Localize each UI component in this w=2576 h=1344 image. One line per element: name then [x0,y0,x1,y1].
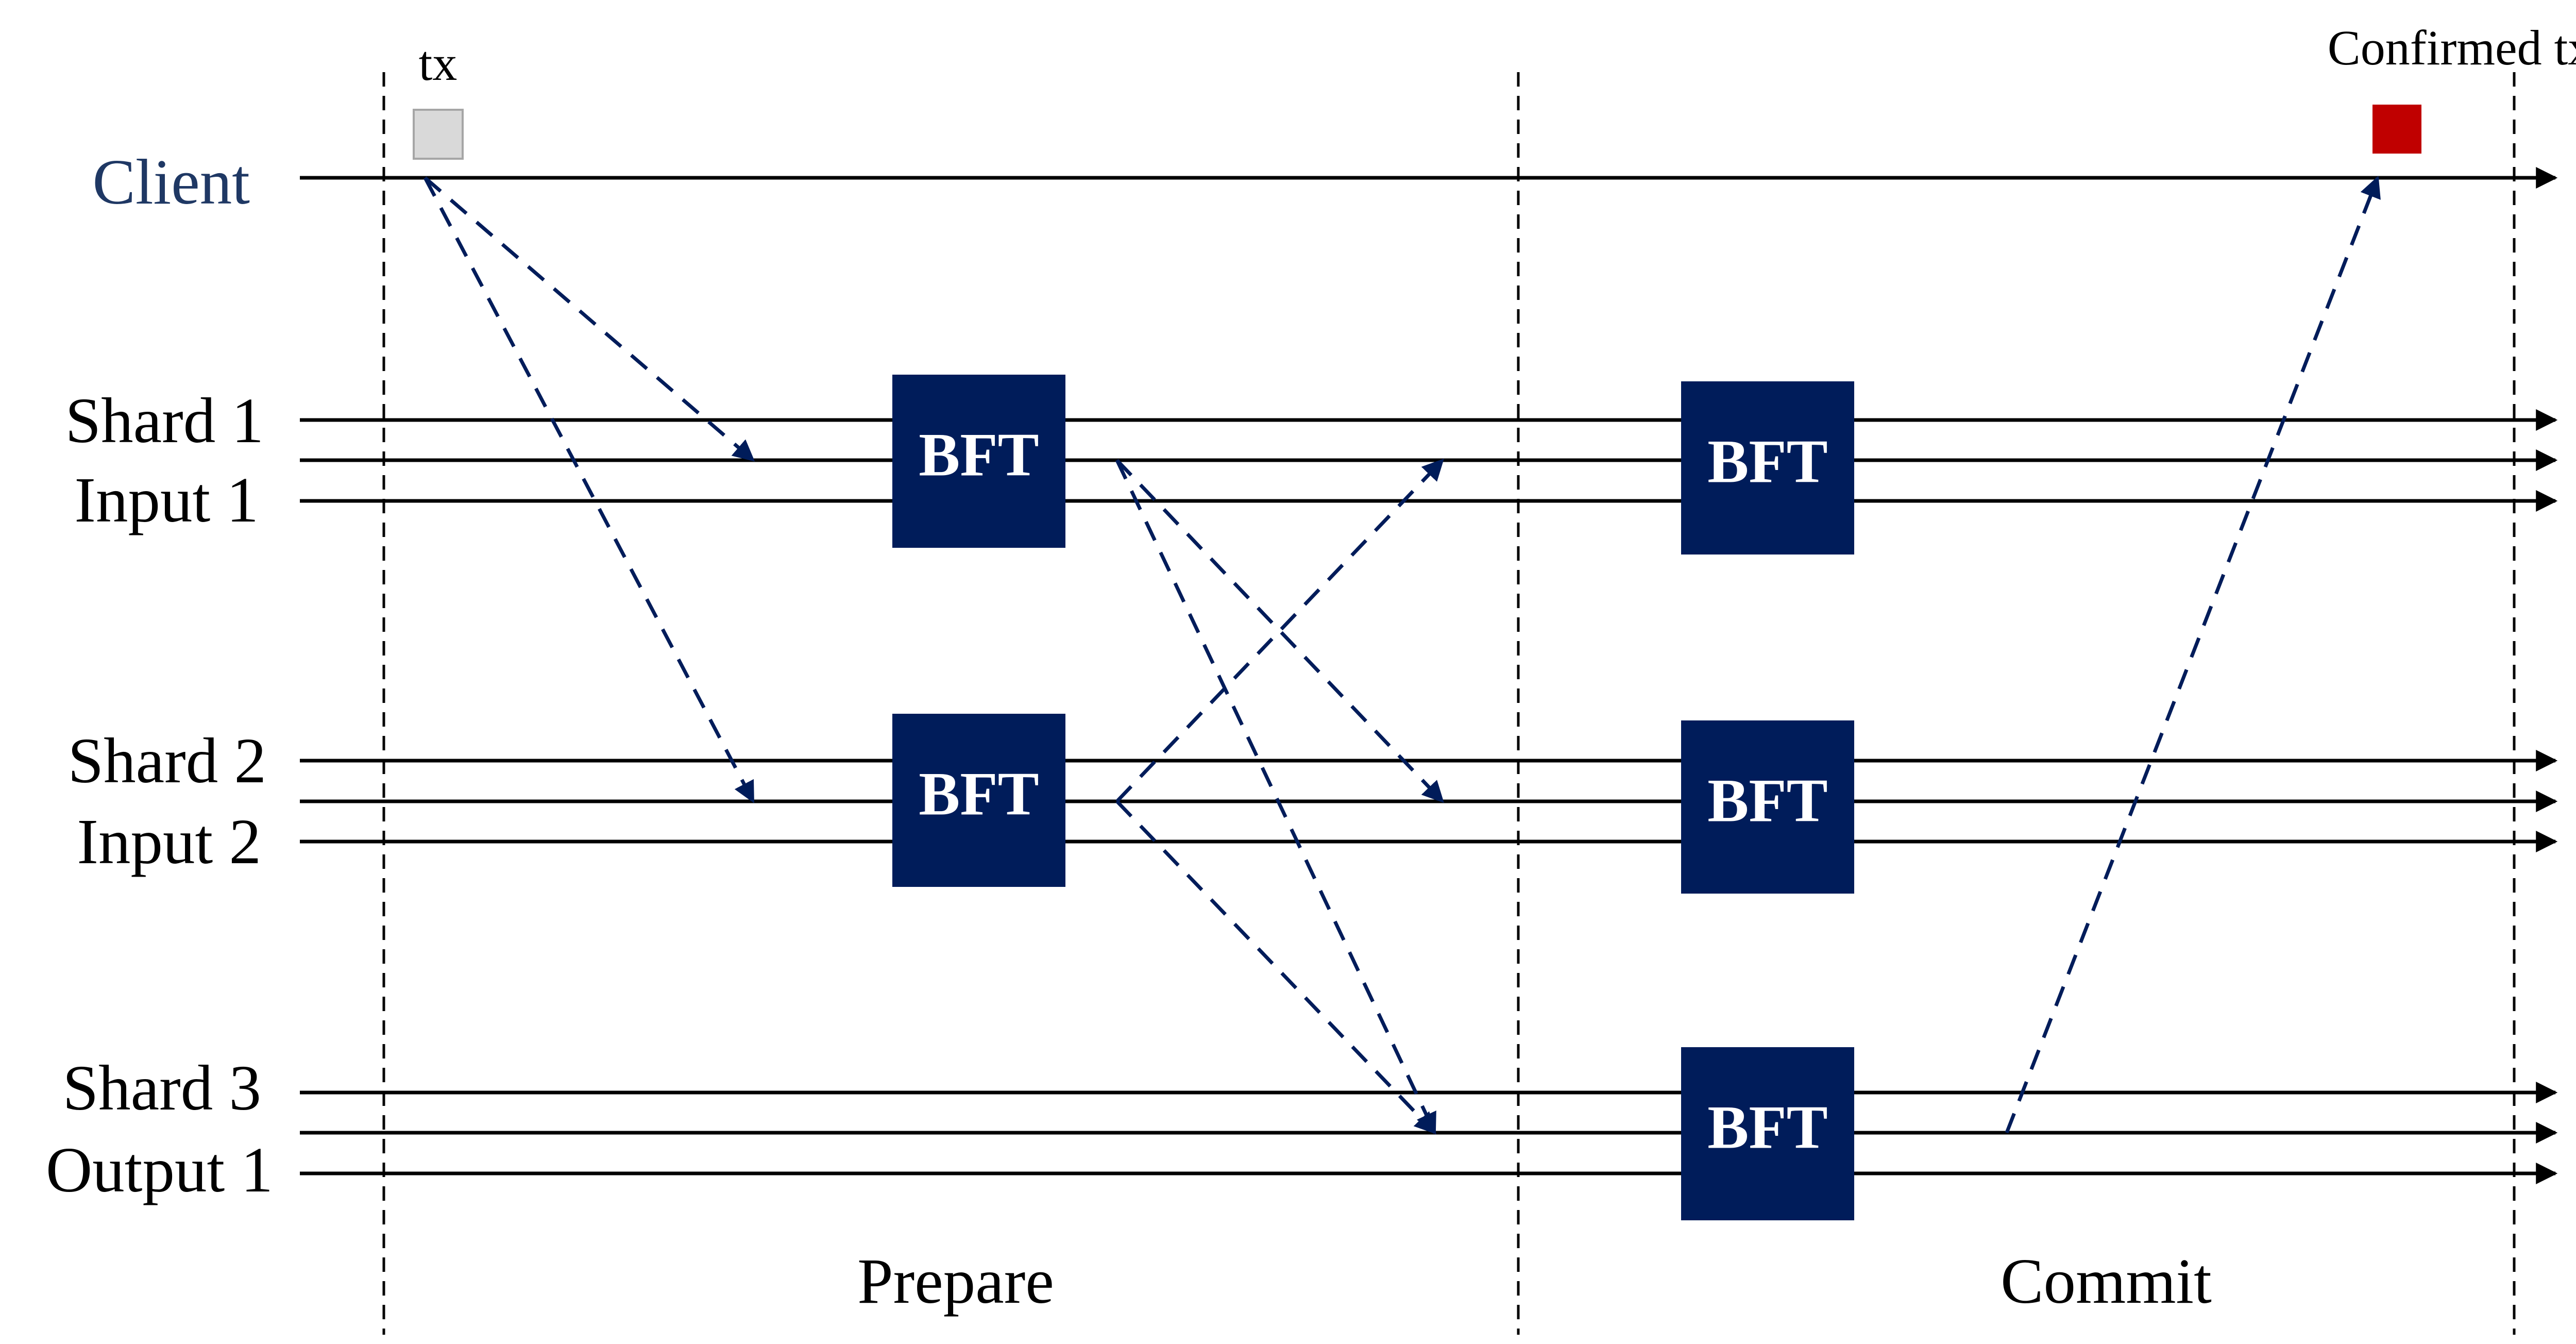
bft-label-shard2-prepare: BFT [919,760,1039,828]
arrow-shard2-to-shard1 [1115,458,1444,803]
bft-blocks: BFT BFT BFT BFT BFT [892,375,1854,1220]
confirmed-tx-label: Confirmed tx [2328,20,2576,75]
bft-label-shard1-prepare: BFT [919,421,1039,489]
arrow-shard2-to-shard3 [1115,800,1436,1135]
arrow-shard1-to-shard2 [1115,459,1444,803]
input1-label: Input 1 [74,465,259,536]
bft-block-shard3-commit [1681,1047,1854,1220]
arrow-shard3-to-client [2005,176,2381,1134]
bft-block-shard2-commit [1681,720,1854,894]
tx-label: tx [419,36,457,91]
bft-block-shard2-prepare [892,714,1065,887]
bft-block-shard1-prepare [892,375,1065,548]
bft-block-shard1-commit [1681,381,1854,555]
arrow-client-to-shard2 [423,177,755,803]
shard2-label: Shard 2 [68,726,266,797]
client-label: Client [92,147,250,218]
arrow-client-to-shard1 [423,176,755,462]
phase-separators [382,72,2516,1335]
bft-label-shard1-commit: BFT [1707,427,1827,496]
input2-label: Input 2 [77,807,261,878]
bft-label-shard2-commit: BFT [1707,766,1827,835]
shard1-label: Shard 1 [65,385,264,457]
prepare-phase-label: Prepare [857,1246,1054,1317]
arrow-shard1-to-shard3 [1115,459,1437,1135]
bft-label-shard3-commit: BFT [1707,1093,1827,1162]
message-arrows [423,176,2381,1135]
tx-confirmed-marker [2372,105,2421,154]
output1-label: Output 1 [46,1135,273,1206]
commit-phase-label: Commit [2001,1246,2212,1317]
timelines [300,167,2558,1184]
tx-pending-marker [413,109,464,160]
shard3-label: Shard 3 [63,1053,261,1124]
